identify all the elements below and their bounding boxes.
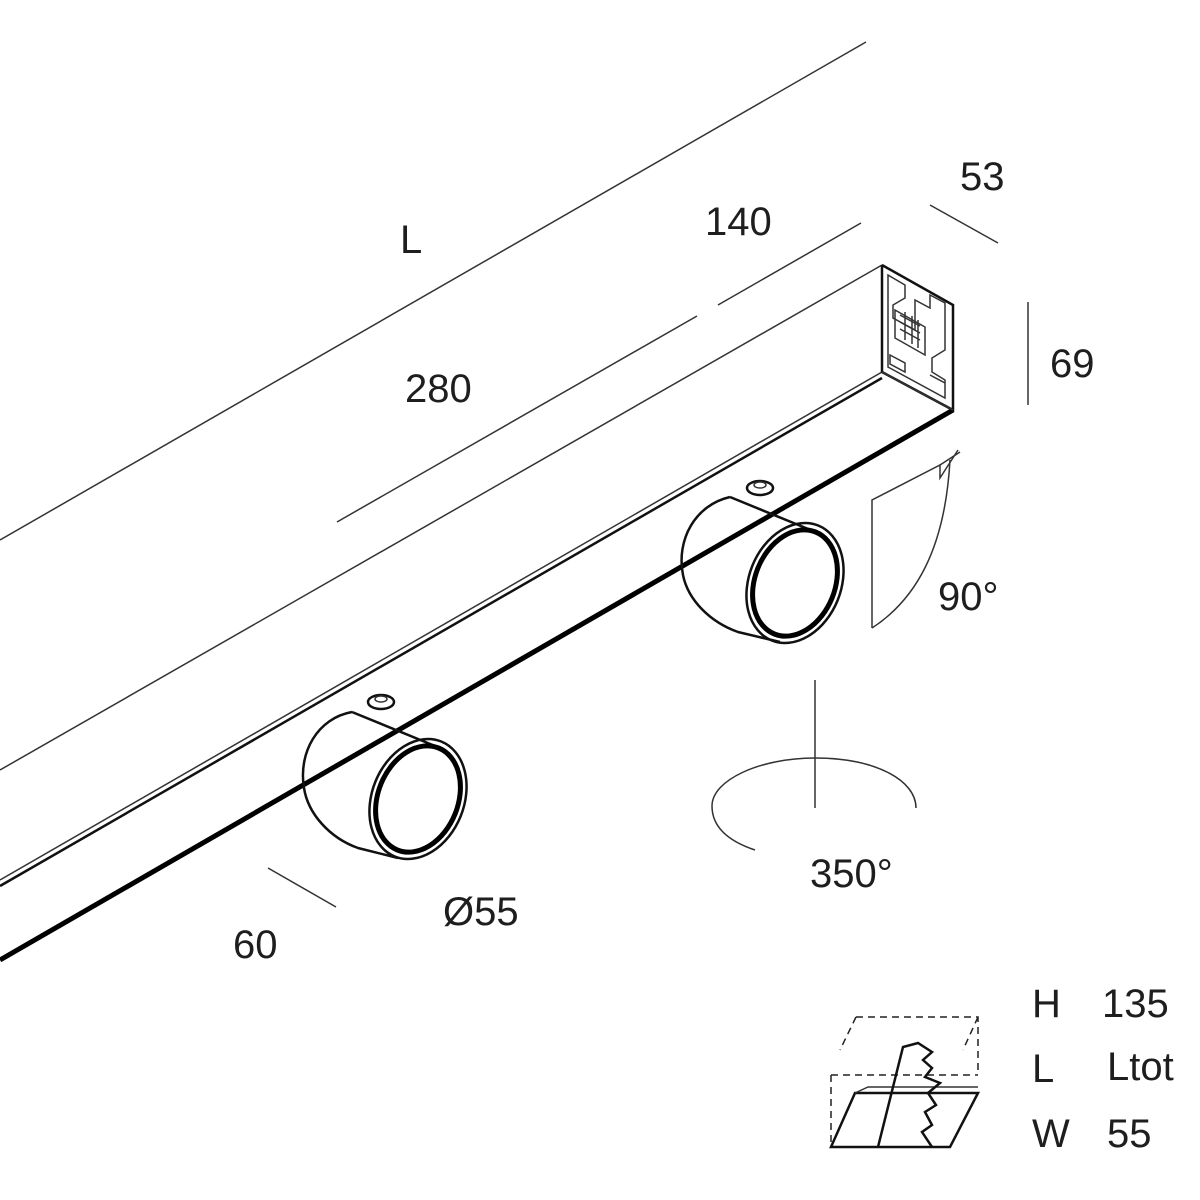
label-140: 140: [705, 200, 772, 244]
dimension-line-280: [336, 315, 698, 523]
spotlight-right: [680, 479, 845, 645]
spotlight-left: [301, 693, 468, 861]
dimension-line-60: [267, 867, 337, 908]
track-profile: [0, 263, 955, 963]
dimension-line-140: [717, 222, 862, 306]
table-key-h: H: [1032, 982, 1061, 1026]
table-value-w: 55: [1107, 1112, 1152, 1156]
tilt-indicator: [871, 449, 961, 629]
dimension-line-length: [0, 41, 867, 541]
table-value-l: Ltot: [1107, 1045, 1174, 1089]
label-length: L: [400, 218, 422, 262]
label-tilt: 90°: [938, 575, 999, 619]
label-60: 60: [233, 923, 278, 967]
label-69: 69: [1050, 342, 1095, 386]
dimension-table: H 135 L Ltot W 55: [1032, 982, 1174, 1156]
label-diameter: Ø55: [443, 890, 519, 934]
table-value-h: 135: [1102, 982, 1169, 1026]
table-key-l: L: [1032, 1047, 1054, 1091]
installation-icon: [829, 1016, 981, 1149]
label-53: 53: [960, 155, 1005, 199]
table-key-w: W: [1032, 1112, 1070, 1156]
label-rotation: 350°: [810, 852, 893, 896]
rotation-indicator: [711, 680, 917, 851]
label-280: 280: [405, 367, 472, 411]
dimension-line-53: [929, 204, 999, 244]
